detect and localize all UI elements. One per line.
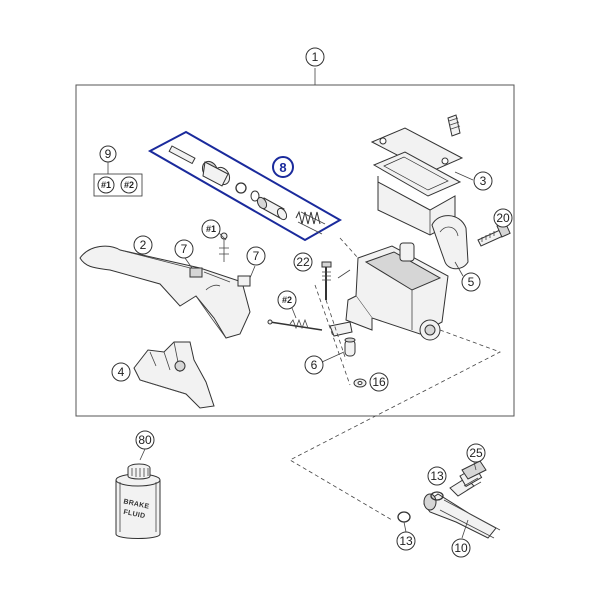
pivot-screw — [321, 261, 351, 300]
bottle-label-line2: FLUID — [123, 509, 146, 520]
callout-7-right-label: 7 — [253, 249, 260, 263]
handlebar-clamp — [431, 215, 469, 270]
callout-80[interactable]: 80 — [135, 430, 155, 461]
callout-1[interactable]: 1 — [305, 47, 325, 67]
brake-fluid-bottle: BRAKE FLUID — [115, 463, 161, 539]
callout-20[interactable]: 20 — [493, 208, 513, 228]
callout-hash2-box-label: #2 — [124, 180, 134, 190]
kit-seal — [250, 190, 260, 202]
callout-3-label: 3 — [480, 174, 487, 188]
callout-hash1-lever-label: #1 — [206, 224, 216, 234]
callout-13-top[interactable]: 13 — [427, 466, 447, 486]
callout-7-right[interactable]: 7 — [246, 246, 266, 266]
callout-5-label: 5 — [468, 275, 475, 289]
brake-lever — [79, 245, 251, 339]
callout-22-label: 22 — [296, 255, 310, 269]
callout-8-label: 8 — [279, 160, 286, 175]
callout-2-label: 2 — [140, 238, 147, 252]
assembly-lines — [289, 237, 501, 521]
banjo-bolt — [459, 460, 487, 491]
callout-hash2-lever[interactable]: #2 — [277, 290, 297, 310]
callout-25[interactable]: 25 — [466, 443, 486, 463]
hose-fitting — [423, 477, 501, 539]
kit-spring — [295, 210, 326, 235]
repair-kit-group[interactable] — [147, 130, 343, 242]
callout-4-label: 4 — [118, 365, 125, 379]
master-cylinder-body — [345, 242, 449, 341]
callout-13-bottom[interactable]: 13 — [396, 531, 416, 551]
callout-5[interactable]: 5 — [461, 272, 481, 292]
switch-part — [344, 337, 356, 357]
callout-4[interactable]: 4 — [111, 362, 131, 382]
callout-10[interactable]: 10 — [451, 538, 471, 558]
callout-13-bottom-label: 13 — [399, 534, 413, 548]
callout-25-label: 25 — [469, 446, 483, 460]
kit-circlip — [235, 182, 247, 194]
lever-adjuster — [189, 232, 251, 291]
callout-hash1-box-label: #1 — [101, 180, 111, 190]
callout-16-label: 16 — [372, 375, 386, 389]
callout-hash2-box[interactable]: #2 — [120, 176, 138, 194]
washer-top — [430, 491, 444, 501]
callout-16[interactable]: 16 — [369, 372, 389, 392]
callout-7-left-label: 7 — [181, 242, 188, 256]
callout-3[interactable]: 3 — [473, 171, 493, 191]
callout-13-top-label: 13 — [430, 469, 444, 483]
callout-20-label: 20 — [496, 211, 510, 225]
callout-10-label: 10 — [454, 541, 468, 555]
callout-22[interactable]: 22 — [293, 252, 313, 272]
callout-hash1-lever[interactable]: #1 — [201, 219, 221, 239]
callout-9[interactable]: 9 — [93, 145, 143, 197]
callout-hash1-box[interactable]: #1 — [97, 176, 115, 194]
callout-9-label: 9 — [105, 147, 112, 161]
callout-1-label: 1 — [312, 50, 319, 64]
callout-6[interactable]: 6 — [304, 355, 324, 375]
lever-spring — [267, 318, 353, 337]
callout-8[interactable]: 8 — [272, 156, 294, 178]
callout-hash2-lever-label: #2 — [282, 295, 292, 305]
callout-80-label: 80 — [138, 433, 152, 447]
callout-2[interactable]: 2 — [133, 235, 153, 255]
assembly-frame — [75, 68, 515, 417]
kit-piston — [256, 196, 288, 221]
callout-7-left[interactable]: 7 — [174, 239, 194, 259]
kit-boot — [201, 160, 231, 187]
washer-bottom — [397, 511, 411, 523]
reservoir-screws — [447, 114, 461, 137]
washer-part — [353, 378, 367, 388]
kit-pin — [168, 145, 196, 165]
callout-6-label: 6 — [311, 358, 318, 372]
lever-guard — [133, 341, 215, 409]
